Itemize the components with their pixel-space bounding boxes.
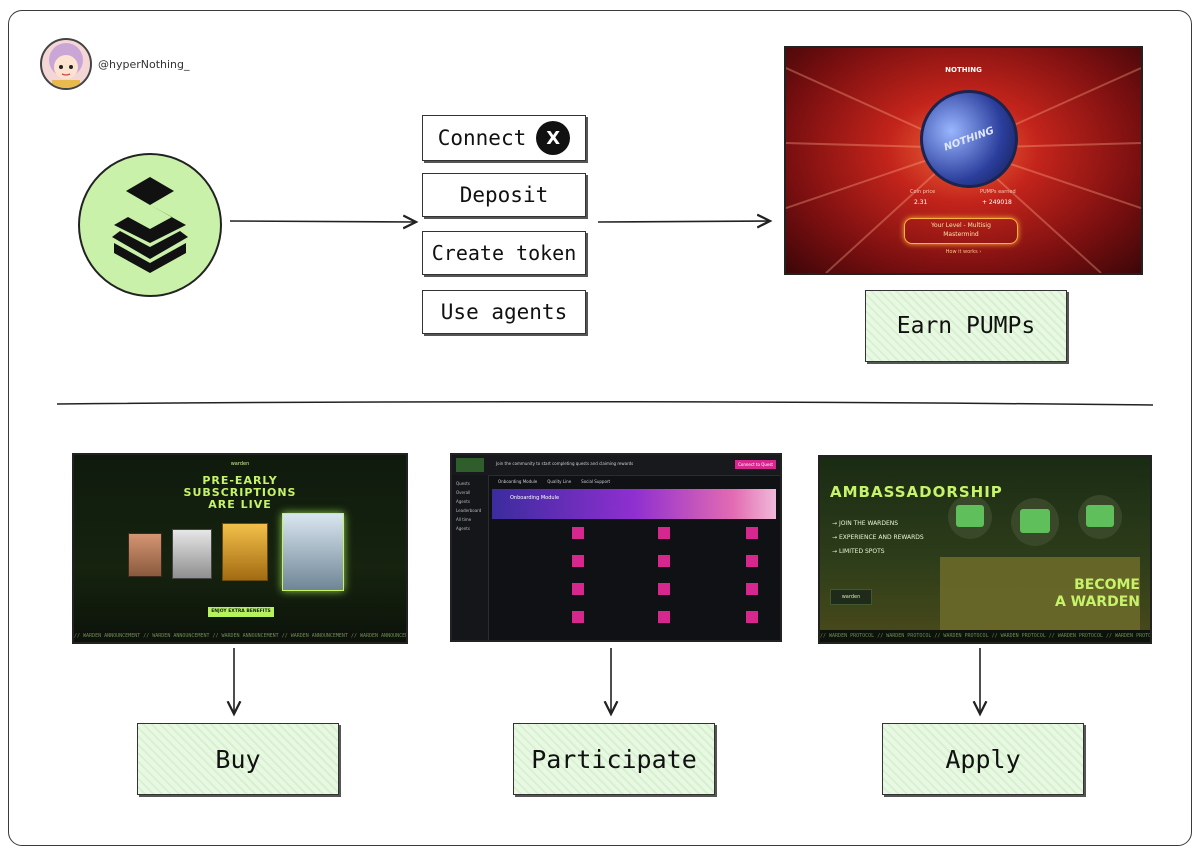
use-agents-step: Use agents [422, 290, 586, 334]
bullet-limited: → LIMITED SPOTS [832, 548, 885, 555]
avatar [40, 38, 92, 90]
sidebar-item-quests[interactable]: Quests [456, 481, 470, 486]
announcement-ticker: // WARDEN ANNOUNCEMENT // WARDEN ANNOUNC… [74, 630, 406, 642]
headline-line-3: ARE LIVE [208, 498, 272, 511]
sidebar-item-agents[interactable]: Agents [456, 499, 470, 504]
apply-label: Apply [945, 744, 1021, 774]
presale-headline: PRE-EARLY SUBSCRIPTIONS ARE LIVE [74, 475, 406, 511]
quests-screenshot: Join the community to start completing q… [450, 453, 782, 642]
tier-card-silver[interactable] [172, 529, 212, 579]
ambassador-bullets: → JOIN THE WARDENS → EXPERIENCE AND REWA… [832, 517, 924, 559]
earn-pumps-label: Earn PUMPs [896, 313, 1036, 339]
deposit-step: Deposit [422, 173, 586, 217]
tier-card-bronze[interactable] [128, 533, 162, 577]
cta-line-2: A WARDEN [1054, 594, 1140, 610]
pumps-earned-value: + 249018 [982, 199, 1012, 206]
x-logo-icon: X [536, 121, 571, 155]
create-token-step: Create token [422, 231, 586, 275]
author-handle: @hyperNothing_ [98, 57, 190, 71]
ambassador-screenshot: AMBASSADORSHIP → JOIN THE WARDENS → EXPE… [818, 455, 1152, 644]
quests-sidebar: Quests Overall Agents Leaderboard All ti… [452, 475, 489, 640]
level-badge[interactable]: Your Level - Multisig Mastermind [904, 218, 1018, 244]
presale-screenshot: warden PRE-EARLY SUBSCRIPTIONS ARE LIVE … [72, 453, 408, 644]
module-title: Onboarding Module [510, 495, 560, 501]
quest-tabs: Onboarding Module Quality Line Social Su… [498, 479, 610, 484]
ambassador-title: AMBASSADORSHIP [830, 483, 1003, 501]
sidebar-item-overall[interactable]: Overall [456, 490, 471, 495]
warden-logo-badge: warden [830, 589, 872, 605]
coin-price-label: Coin price [910, 189, 936, 195]
tier-card-diamond[interactable] [282, 513, 344, 591]
diagram-frame [8, 10, 1192, 846]
tier-card-gold[interactable] [222, 523, 268, 581]
quests-logo [456, 458, 484, 472]
quests-topbar: Join the community to start completing q… [452, 455, 780, 476]
enjoy-benefits-button[interactable]: ENJOY EXTRA BENEFITS [208, 607, 274, 617]
warden-brand: warden [230, 461, 250, 467]
level-line-2: Mastermind [943, 231, 979, 238]
participate-label: Participate [531, 744, 697, 774]
connect-step: Connect X [422, 115, 586, 161]
headline-line-2: SUBSCRIPTIONS [183, 486, 297, 499]
how-it-works-link[interactable]: How it works › [945, 249, 982, 255]
game-title: NOTHING [945, 66, 982, 74]
create-token-label: Create token [431, 241, 577, 265]
use-agents-label: Use agents [440, 300, 568, 324]
coin-price-value: 2.31 [914, 199, 928, 206]
level-line-1: Your Level - Multisig [931, 222, 991, 229]
sidebar-item-alltime[interactable]: All time [456, 517, 472, 522]
onboarding-banner: Onboarding Module [492, 489, 776, 519]
nothing-game-screenshot: NOTHING NOTHING Coin price 2.31 PUMPs ea… [784, 46, 1143, 275]
apply-box: Apply [882, 723, 1084, 795]
connect-label: Connect [437, 126, 527, 150]
cta-line-1: BECOME [1074, 577, 1140, 593]
warden-characters [940, 495, 1140, 637]
participate-box: Participate [513, 723, 715, 795]
tab-quality[interactable]: Quality Line [547, 479, 572, 484]
community-banner: Join the community to start completing q… [496, 461, 634, 466]
earn-pumps-box: Earn PUMPs [865, 290, 1067, 362]
become-warden-cta[interactable]: BECOME A WARDEN [1055, 577, 1140, 611]
buy-box: Buy [137, 723, 339, 795]
protocol-ticker: // WARDEN PROTOCOL // WARDEN PROTOCOL //… [820, 630, 1150, 642]
tab-onboarding[interactable]: Onboarding Module [498, 479, 538, 484]
bullet-experience: → EXPERIENCE AND REWARDS [832, 534, 924, 541]
author-tag: @hyperNothing_ [40, 38, 190, 90]
coin-text: NOTHING [942, 124, 996, 154]
buy-label: Buy [215, 744, 261, 774]
platform-logo [78, 153, 222, 297]
tab-social[interactable]: Social Support [581, 479, 611, 484]
sidebar-item-leaderboard[interactable]: Leaderboard [456, 508, 482, 513]
headline-line-1: PRE-EARLY [202, 474, 278, 487]
bullet-join: → JOIN THE WARDENS [832, 520, 899, 527]
quest-grid[interactable] [502, 527, 766, 631]
connect-quest-button[interactable]: Connect to Quest [735, 460, 776, 469]
deposit-label: Deposit [459, 183, 549, 207]
pumps-earned-label: PUMPs earned [980, 189, 1016, 195]
sidebar-item-agents-2[interactable]: Agents [456, 526, 470, 531]
